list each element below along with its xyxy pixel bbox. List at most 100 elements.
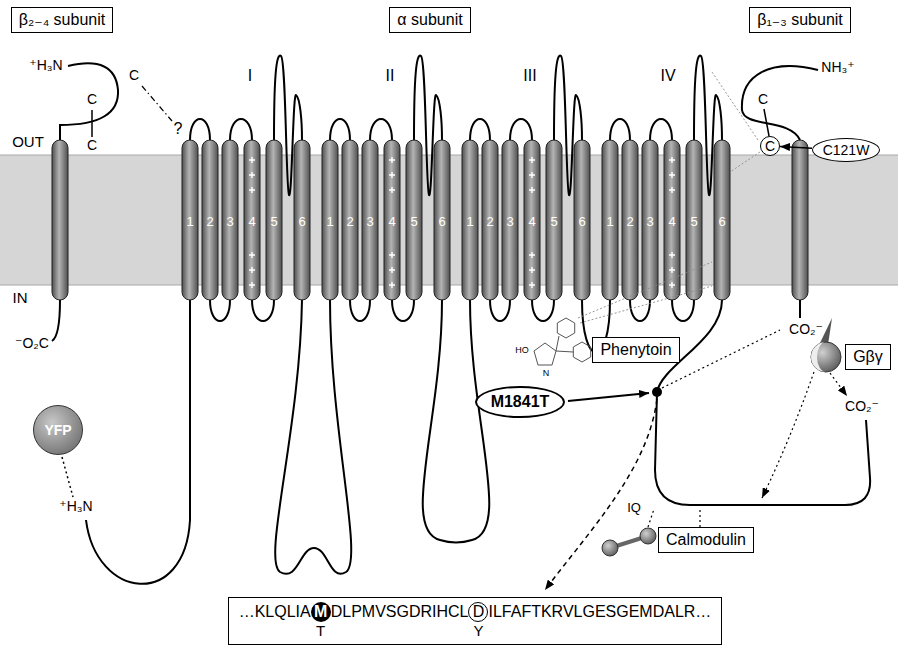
charge-plus [249, 172, 255, 178]
subunit-label-box: β₂₋₄ subunit [11, 7, 113, 33]
phenytoin-structure [573, 342, 590, 362]
helix-cylinder [362, 140, 378, 300]
part-label: I [248, 67, 252, 85]
segment-number: 3 [366, 215, 373, 229]
phenytoin-structure [556, 336, 559, 351]
mutation-arrow [568, 393, 649, 401]
helix-cylinder [406, 140, 422, 300]
segment-number: 2 [206, 215, 213, 229]
beta13-chain [742, 66, 818, 318]
subunit-label-box: β₁₋₃ subunit [749, 7, 851, 33]
segment-number: 3 [646, 215, 653, 229]
sequence-box: …KLQLIAMDLPMVSGDRIHCLDILFAFTKRVLGESGEMDA… [228, 597, 723, 645]
gbg-arrows [762, 372, 847, 498]
helix-cylinder [244, 140, 260, 300]
charge-plus [389, 267, 395, 273]
segment-number: 6 [438, 215, 445, 229]
gbg-arrows [830, 373, 847, 396]
zoom-arrow [545, 399, 657, 590]
segment-number: 6 [298, 215, 305, 229]
gbg-symbol [811, 342, 841, 372]
charge-plus [389, 187, 395, 193]
charge-plus [669, 187, 675, 193]
charge-plus [249, 157, 255, 163]
protein-label-box: Gβγ [845, 344, 891, 370]
charge-plus [529, 187, 535, 193]
calmodulin-symbol [602, 540, 618, 556]
node-text: YFP [44, 422, 71, 438]
helix-cylinder [384, 140, 400, 300]
helix-cylinder [622, 140, 638, 300]
part-label: C [87, 92, 97, 107]
node-text: β₂₋₄ subunit [19, 11, 105, 29]
segment-number: 4 [248, 215, 255, 229]
segment-number: 1 [326, 215, 333, 229]
charge-plus [669, 172, 675, 178]
calmodulin-links [648, 509, 700, 527]
beta24-chain [91, 110, 93, 137]
beta24-chain [52, 300, 60, 341]
helix-cylinder [266, 140, 282, 300]
charge-plus [669, 157, 675, 163]
part-label: ? [174, 120, 183, 138]
alpha-backbone-line [86, 56, 870, 584]
helix-cylinder [502, 140, 518, 300]
charge-plus [529, 252, 535, 258]
part-label: OUT [12, 134, 44, 151]
gbg-symbol [811, 342, 826, 372]
beta13-chain [764, 109, 769, 136]
part-label: III [523, 67, 536, 85]
node-text: Phenytoin [600, 341, 671, 359]
sequence-text: ILFAFTKRVLGESGEMDALR… [488, 603, 711, 621]
mutation-site-dot [652, 387, 662, 397]
substituted-residue: Y [473, 623, 483, 640]
gbg-arrows [762, 372, 814, 498]
part-label: CO₂⁻ [845, 399, 879, 414]
beta24-chain [60, 63, 118, 140]
helix-cylinder [462, 140, 478, 300]
segment-number: 1 [186, 215, 193, 229]
segment-number: 2 [346, 215, 353, 229]
part-label: IQ [627, 501, 641, 515]
charge-plus [529, 157, 535, 163]
helix-cylinder [642, 140, 658, 300]
part-label: ⁺H₃N [59, 499, 92, 514]
charge-plus [669, 252, 675, 258]
charge-plus [389, 252, 395, 258]
helix-cylinder [574, 140, 590, 300]
charge-plus [249, 267, 255, 273]
part-label: NH₃⁺ [821, 60, 854, 75]
part-label: IN [13, 290, 28, 307]
segment-number: 4 [528, 215, 535, 229]
site-link-line [662, 330, 780, 388]
helix-cylinder [714, 140, 730, 300]
yfp-circle: YFP [33, 405, 83, 455]
part-label: HO [515, 346, 529, 356]
charge-plus [529, 282, 535, 288]
segment-number: 4 [668, 215, 675, 229]
part-label: C [87, 138, 97, 153]
interaction-lines [712, 72, 758, 140]
segment-number: 1 [606, 215, 613, 229]
charge-plus [669, 282, 675, 288]
helix-cylinder [322, 140, 338, 300]
substituted-residue: T [316, 623, 325, 640]
part-label: CO₂⁻ [789, 322, 823, 337]
segment-number: 2 [486, 215, 493, 229]
charge-plus [389, 157, 395, 163]
part-label: C [129, 68, 139, 83]
node-text: Gβγ [853, 348, 883, 366]
charge-plus [529, 267, 535, 273]
beta13-chain [799, 300, 801, 318]
alpha-backbone [52, 56, 870, 584]
helix-cylinder [182, 140, 198, 300]
phenytoin-structure [534, 318, 591, 365]
part-label: IV [660, 67, 675, 85]
sequence-text: …KLQLIA [239, 603, 311, 621]
helix-cylinder [524, 140, 540, 300]
segment-number: 5 [690, 215, 697, 229]
helix-cylinder [222, 140, 238, 300]
drug-label-box: Phenytoin [592, 337, 679, 363]
part-label: N [543, 369, 550, 379]
helix-cylinder [546, 140, 562, 300]
